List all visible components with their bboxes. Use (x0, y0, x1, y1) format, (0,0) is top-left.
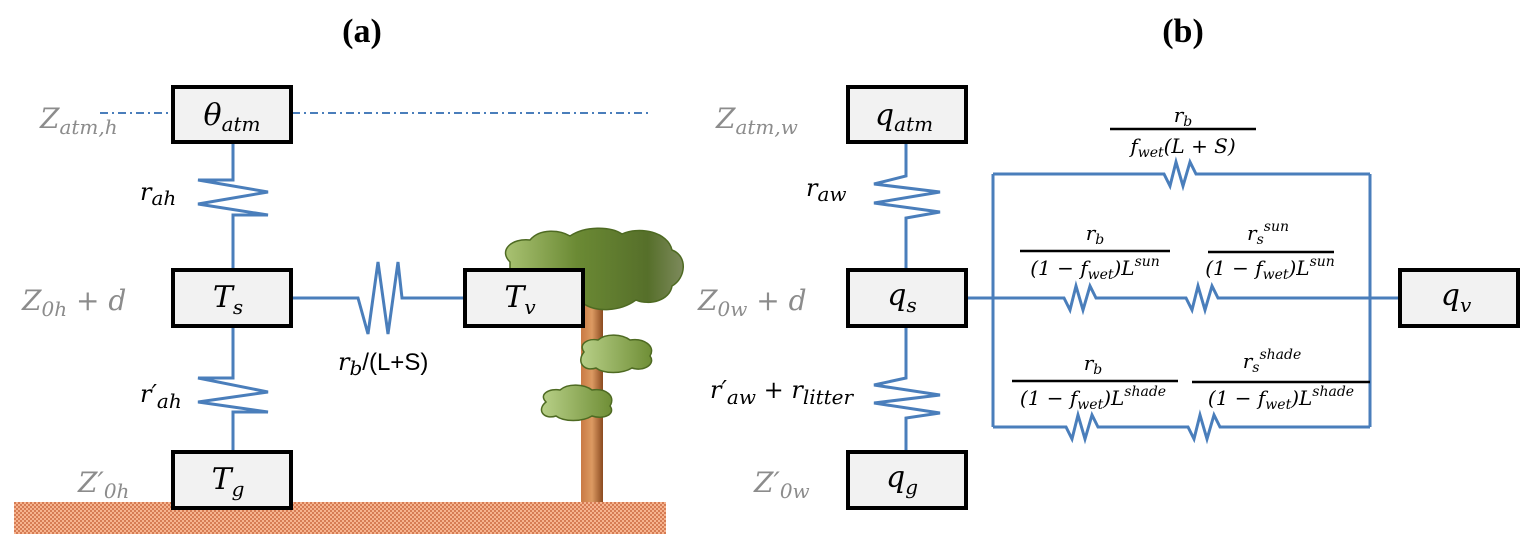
svg-text:qatm: qatm (875, 98, 933, 136)
svg-text:qs: qs (887, 278, 916, 317)
height-label-atm-w: Zatm,w (715, 102, 798, 139)
resistor-r-ah (197, 142, 269, 268)
resistor-leaf-boundary (292, 261, 465, 335)
svg-text:(1 − fwet)Lshade: (1 − fwet)Lshade (1020, 384, 1166, 413)
svg-text:rb: rb (1174, 103, 1193, 130)
label-r-aw-prime-litter: r′aw + rlitter (710, 376, 855, 409)
svg-text:qv: qv (1441, 278, 1472, 317)
resistor-shaded-path (993, 409, 1370, 445)
svg-text:Tv: Tv (504, 280, 536, 319)
resistor-sunlit-path (965, 280, 1400, 316)
node-q-ground: qg (846, 450, 968, 510)
resistor-r-aw-prime-litter (873, 328, 941, 452)
node-theta-atm: θatm (171, 85, 293, 144)
svg-text:rb: rb (1084, 351, 1103, 378)
svg-text:θatm: θatm (204, 98, 261, 136)
fraction-shade-boundary: rb (1 − fwet)Lshade (1012, 351, 1178, 413)
tree-branch-leaves-lower (540, 384, 613, 422)
node-q-atm: qatm (846, 85, 968, 144)
height-label-ground-w: Z′0w (753, 466, 810, 503)
svg-text:(1 − fwet)Lsun: (1 − fwet)Lsun (1205, 254, 1335, 283)
resistor-r-ah-prime (197, 328, 269, 452)
tree-illustration (504, 227, 684, 502)
node-t-vegetation: Tv (463, 268, 585, 328)
label-leaf-resistance: rb/(L+S) (338, 348, 428, 380)
resistor-wet-leaf (993, 156, 1370, 192)
svg-text:rssun: rssun (1247, 219, 1289, 248)
svg-text:qg: qg (886, 460, 918, 499)
fraction-shade-stomatal: rsshade (1 − fwet)Lshade (1192, 347, 1370, 413)
label-r-ah: rah (140, 178, 176, 210)
node-t-surface: Ts (171, 268, 293, 328)
panel-a-title: (a) (342, 13, 382, 50)
resistor-r-aw (873, 142, 941, 270)
height-label-ground-h: Z′0h (77, 466, 129, 503)
ground-soil (14, 502, 666, 534)
panel-b: (b) qatm qs qv qg Zatm,w Z0w + d Z′0w (697, 13, 1520, 510)
svg-text:rb: rb (1086, 221, 1105, 248)
label-r-ah-prime: r′ah (140, 380, 182, 413)
fraction-sun-stomatal: rssun (1 − fwet)Lsun (1205, 219, 1335, 283)
panel-b-title: (b) (1162, 13, 1204, 50)
svg-text:Ts: Ts (213, 280, 243, 319)
height-label-surface-h: Z0h + d (21, 284, 126, 321)
label-r-aw: raw (806, 174, 847, 206)
node-q-surface: qs (846, 268, 968, 328)
height-label-surface-w: Z0w + d (697, 284, 807, 321)
tree-branch-leaves-upper (580, 334, 653, 374)
height-label-atm-h: Zatm,h (39, 102, 118, 139)
svg-text:rsshade: rsshade (1243, 347, 1302, 376)
svg-text:Tg: Tg (212, 462, 245, 501)
panel-a: (a) θatm Ts Tv (14, 13, 684, 534)
fraction-wet-leaf: rb fwet(L + S) (1110, 103, 1256, 161)
svg-text:(1 − fwet)Lsun: (1 − fwet)Lsun (1030, 254, 1160, 283)
fraction-sun-boundary: rb (1 − fwet)Lsun (1020, 221, 1170, 283)
svg-text:fwet(L + S): fwet(L + S) (1128, 134, 1235, 161)
svg-text:(1 − fwet)Lshade: (1 − fwet)Lshade (1208, 384, 1354, 413)
node-t-ground: Tg (171, 450, 293, 510)
node-q-vegetation: qv (1398, 268, 1520, 328)
